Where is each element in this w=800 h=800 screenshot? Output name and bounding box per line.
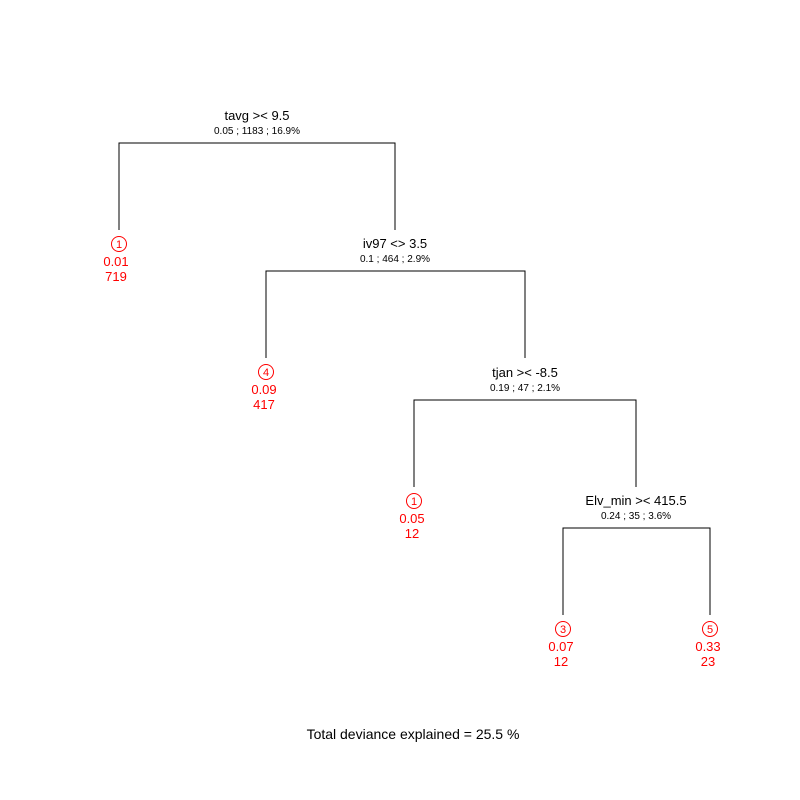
split-stats: 0.05 ; 1183 ; 16.9% xyxy=(214,126,300,137)
leaf-count: 12 xyxy=(554,654,568,669)
leaf-id-circle xyxy=(111,236,127,252)
leaf-id: 4 xyxy=(263,367,269,379)
leaf-count: 12 xyxy=(405,526,419,541)
leaf-node: 1 0.01 719 xyxy=(103,236,129,284)
split-label: tavg >< 9.5 xyxy=(224,108,289,123)
leaf-node: 3 0.07 12 xyxy=(548,621,574,669)
leaf-id-circle xyxy=(258,364,274,380)
leaf-value: 0.07 xyxy=(548,639,573,654)
leaf-id: 3 xyxy=(560,624,566,636)
branch-connector xyxy=(413,399,637,487)
split-node-iv97: iv97 <> 3.5 0.1 ; 464 ; 2.9% xyxy=(265,236,526,358)
deviance-caption: Total deviance explained = 25.5 % xyxy=(307,726,520,742)
leaf-id-circle xyxy=(406,493,422,509)
split-label: iv97 <> 3.5 xyxy=(363,236,427,251)
split-label: Elv_min >< 415.5 xyxy=(585,493,686,508)
leaf-count: 23 xyxy=(701,654,715,669)
branch-connector xyxy=(265,270,526,358)
leaf-id-circle xyxy=(702,621,718,637)
leaf-value: 0.05 xyxy=(399,511,424,526)
leaf-id: 5 xyxy=(707,624,713,636)
split-node-tavg: tavg >< 9.5 0.05 ; 1183 ; 16.9% xyxy=(118,108,396,230)
split-stats: 0.1 ; 464 ; 2.9% xyxy=(360,254,430,265)
leaf-value: 0.09 xyxy=(251,382,276,397)
leaf-count: 719 xyxy=(105,269,127,284)
leaf-count: 417 xyxy=(253,397,275,412)
split-stats: 0.24 ; 35 ; 3.6% xyxy=(601,511,671,522)
split-label: tjan >< -8.5 xyxy=(492,365,558,380)
leaf-value: 0.33 xyxy=(695,639,720,654)
leaf-value: 0.01 xyxy=(103,254,128,269)
branch-connector xyxy=(562,527,711,615)
branch-connector xyxy=(118,142,396,230)
leaf-id: 1 xyxy=(411,496,417,508)
split-stats: 0.19 ; 47 ; 2.1% xyxy=(490,383,560,394)
leaf-id: 1 xyxy=(116,239,122,251)
split-node-elv-min: Elv_min >< 415.5 0.24 ; 35 ; 3.6% xyxy=(562,493,711,615)
split-node-tjan: tjan >< -8.5 0.19 ; 47 ; 2.1% xyxy=(413,365,637,487)
leaf-node: 5 0.33 23 xyxy=(695,621,721,669)
leaf-node: 4 0.09 417 xyxy=(251,364,277,412)
leaf-id-circle xyxy=(555,621,571,637)
leaf-node: 1 0.05 12 xyxy=(399,493,425,541)
